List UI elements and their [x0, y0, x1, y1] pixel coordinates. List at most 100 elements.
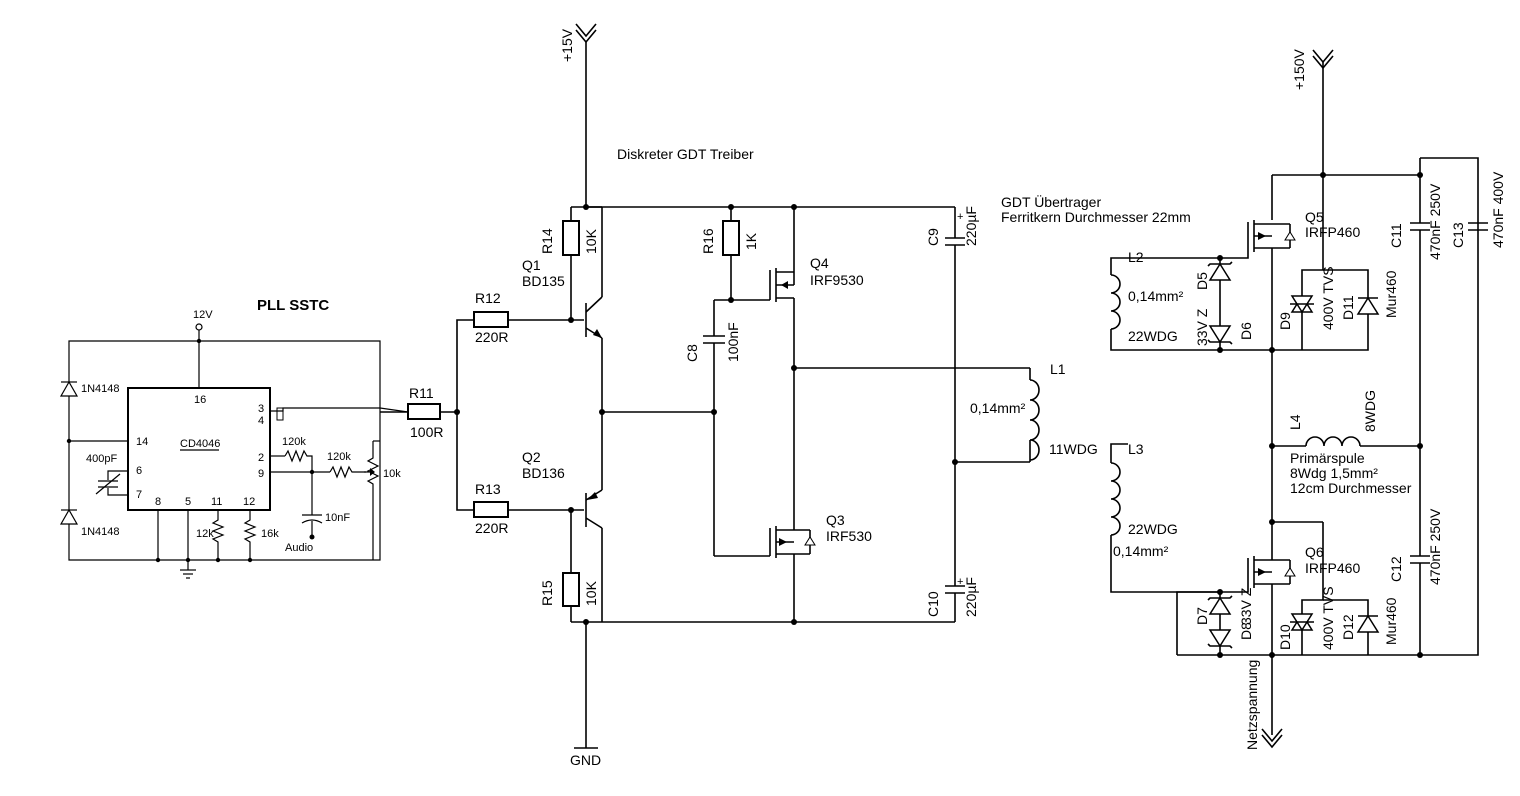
transistor-q1	[585, 207, 603, 412]
pin-label: 5	[185, 496, 191, 508]
q3-value: IRF530	[826, 528, 872, 544]
c9-value: 220µF	[963, 206, 979, 246]
pin-label: 16	[194, 394, 206, 406]
driver-section: Diskreter GDT Treiber +15V GND R11 100R …	[380, 23, 1098, 768]
gdt-subtitle: Ferritkern Durchmesser 22mm	[1001, 209, 1191, 225]
r15-value: 10K	[583, 580, 599, 606]
zener-d7	[1208, 596, 1232, 615]
pin-3-4-link	[276, 407, 284, 421]
r120k-b-label: 120k	[327, 451, 351, 463]
pot-label: 10k	[383, 468, 401, 480]
q6-ref: Q6	[1305, 544, 1324, 560]
l4-ref: L4	[1287, 414, 1303, 430]
l1-wire: 0,14mm²	[970, 400, 1026, 416]
ic-label: CD4046	[180, 438, 220, 450]
r15-ref: R15	[539, 580, 555, 606]
q1-ref: Q1	[522, 257, 541, 273]
zener-top-label: 33V Z	[1194, 308, 1210, 346]
diode-bottom-label: 1N4148	[81, 526, 120, 538]
r16k-label: 16k	[261, 528, 279, 540]
q1-value: BD135	[522, 273, 565, 289]
r13-ref: R13	[475, 481, 501, 497]
r12-value: 220R	[475, 329, 508, 345]
pin-label: 9	[258, 468, 264, 480]
q4-ref: Q4	[810, 255, 829, 271]
r12k-label: 12k	[196, 528, 214, 540]
resistor-16k	[243, 510, 257, 560]
q3-ref: Q3	[826, 512, 845, 528]
supply-arrow-15v	[575, 29, 597, 44]
resistor-r12	[473, 311, 509, 328]
q2-ref: Q2	[522, 449, 541, 465]
diode-top-label: 1N4148	[81, 383, 120, 395]
primary-line-2: 8Wdg 1,5mm²	[1290, 465, 1378, 481]
zener-bottom-label: 33V Z	[1238, 587, 1254, 625]
q2-value: BD136	[522, 465, 565, 481]
pin-label: 14	[136, 436, 148, 448]
supply-arrow-150v	[1312, 55, 1334, 70]
r16-ref: R16	[700, 228, 716, 254]
pin-label: 8	[155, 496, 161, 508]
junction-dot	[196, 338, 202, 344]
tvs-bottom-label: 400V TVS	[1320, 586, 1336, 650]
l4-turns: 8WDG	[1362, 390, 1378, 432]
d6-ref: D6	[1238, 322, 1254, 340]
cap-10nf-label: 10nF	[325, 512, 350, 524]
pin-label: 2	[258, 452, 264, 464]
bridge-section: +150V C13 470nF 400V C11 470nF 250V C12 …	[1110, 48, 1506, 750]
c11-value: 470nF 250V	[1427, 183, 1443, 260]
c12-ref: C12	[1388, 556, 1404, 582]
c13-ref: C13	[1450, 222, 1466, 248]
driver-title: Diskreter GDT Treiber	[617, 146, 754, 162]
pin-label: 6	[136, 465, 142, 477]
l3-wire: 0,14mm²	[1113, 543, 1169, 559]
resistor-r11	[407, 403, 441, 420]
diode-d11	[1356, 296, 1380, 315]
junction-dot	[66, 438, 72, 444]
c12-value: 470nF 250V	[1427, 508, 1443, 585]
pll-section: PLL SSTC 12V CD4046 16 3 4 14 6 7 2 9 8 …	[59, 297, 409, 579]
d9-ref: D9	[1277, 312, 1293, 330]
resistor-r16	[722, 220, 740, 256]
pin-label: 3	[258, 403, 264, 415]
diode-1n4148-top	[59, 380, 79, 397]
audio-label: Audio	[285, 542, 313, 554]
mains-arrow	[1261, 728, 1283, 743]
l3-ref: L3	[1128, 441, 1144, 457]
transistor-q2	[585, 412, 603, 622]
inductor-l2	[1110, 274, 1121, 330]
primary-line-1: Primärspule	[1290, 450, 1365, 466]
wire	[68, 340, 381, 561]
q5-value: IRFP460	[1305, 224, 1360, 240]
c13-value: 470nF 400V	[1490, 171, 1506, 248]
mosfet-q4	[769, 207, 795, 368]
r14-ref: R14	[539, 228, 555, 254]
d10-ref: D10	[1277, 624, 1293, 650]
audio-terminal	[309, 534, 315, 540]
svg-text:+: +	[957, 576, 963, 588]
pll-supply-label: 12V	[193, 309, 213, 321]
junction-dot	[309, 469, 315, 475]
c8-ref: C8	[684, 344, 700, 362]
pin-label: 4	[258, 415, 264, 427]
mur-bottom-label: Mur460	[1383, 597, 1399, 645]
d12-ref: D12	[1340, 614, 1356, 640]
diode-d12	[1356, 614, 1380, 633]
resistor-12k	[211, 510, 225, 560]
inductor-l3	[1110, 462, 1121, 536]
l1-turns: 11WDG	[1049, 441, 1098, 457]
l2-ref: L2	[1128, 249, 1144, 265]
gdt-title: GDT Übertrager	[1001, 193, 1101, 210]
q4-value: IRF9530	[810, 272, 864, 288]
d8-ref: D8	[1238, 622, 1254, 640]
l1-ref: L1	[1050, 361, 1066, 377]
resistor-r14	[562, 220, 580, 256]
svg-text:+: +	[957, 211, 963, 223]
pin-label: 7	[136, 489, 142, 501]
supply-150v-label: +150V	[1291, 48, 1307, 90]
c10-value: 220µF	[963, 577, 979, 617]
zener-d5	[1208, 262, 1232, 281]
cd4046-ic	[127, 387, 271, 511]
c8-value: 100nF	[725, 322, 741, 362]
